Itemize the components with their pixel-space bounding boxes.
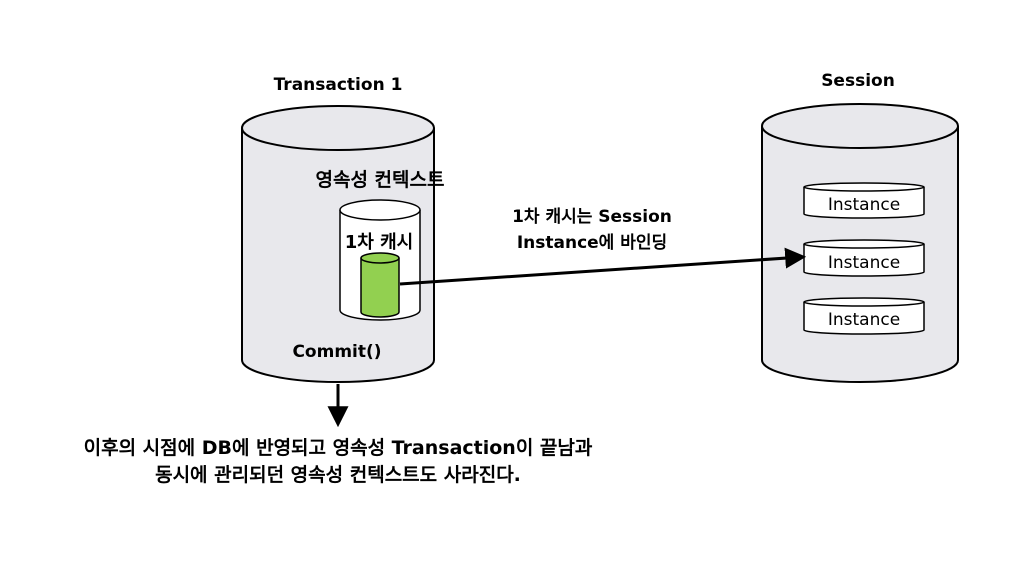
instance-item: Instance bbox=[803, 182, 925, 219]
instance-label: Instance bbox=[828, 253, 900, 273]
cache-entry bbox=[360, 252, 400, 318]
footer-note-line2: 동시에 관리되던 영속성 컨텍스트도 사라진다. bbox=[155, 464, 521, 486]
binding-note-line2: Instance에 바인딩 bbox=[517, 233, 667, 253]
persistence-context-label: 영속성 컨텍스트 bbox=[316, 169, 445, 191]
instance-item: Instance bbox=[803, 239, 925, 277]
instance-label: Instance bbox=[828, 310, 900, 330]
transaction-title: Transaction 1 bbox=[274, 75, 403, 95]
binding-note-line1: 1차 캐시는 Session bbox=[512, 207, 672, 227]
footer-note-line1: 이후의 시점에 DB에 반영되고 영속성 Transaction이 끝남과 bbox=[84, 437, 593, 459]
commit-label: Commit() bbox=[292, 342, 381, 362]
session-title: Session bbox=[821, 71, 895, 91]
instance-label: Instance bbox=[828, 195, 900, 215]
cache-label: 1차 캐시 bbox=[345, 232, 413, 253]
binding-arrow bbox=[399, 247, 807, 286]
instance-item: Instance bbox=[803, 297, 925, 335]
